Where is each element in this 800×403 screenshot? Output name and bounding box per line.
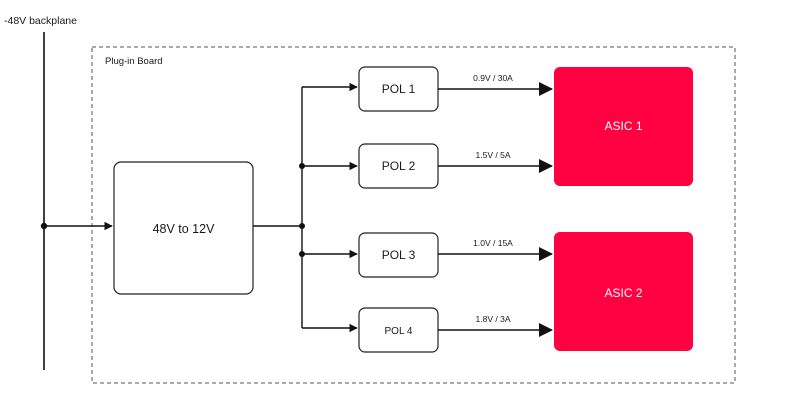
pol-4-rail-label: 1.8V / 3A (476, 314, 511, 324)
asic-1-box (554, 67, 693, 186)
bus-junction-dot (299, 223, 305, 229)
pol-3-box (358, 232, 439, 278)
asic-2-label: ASIC 2 (604, 286, 642, 300)
asic-1-label: ASIC 1 (604, 119, 642, 133)
pol-4-label: POL 4 (385, 326, 413, 337)
pol-2-rail-label: 1.5V / 5A (476, 150, 511, 160)
board-label: Plug-in Board (105, 56, 163, 67)
backplane-label: -48V backplane (4, 15, 77, 27)
pol-2-label: POL 2 (382, 159, 416, 173)
pol-1-label: POL 1 (382, 82, 416, 96)
pol-3-label: POL 3 (382, 248, 416, 262)
pol-1-rail-label: 0.9V / 30A (473, 73, 513, 83)
asic-2-box (554, 232, 693, 351)
converter-label: 48V to 12V (153, 222, 216, 236)
pol-3-rail-label: 1.0V / 15A (473, 238, 513, 248)
converter-box (113, 161, 254, 295)
